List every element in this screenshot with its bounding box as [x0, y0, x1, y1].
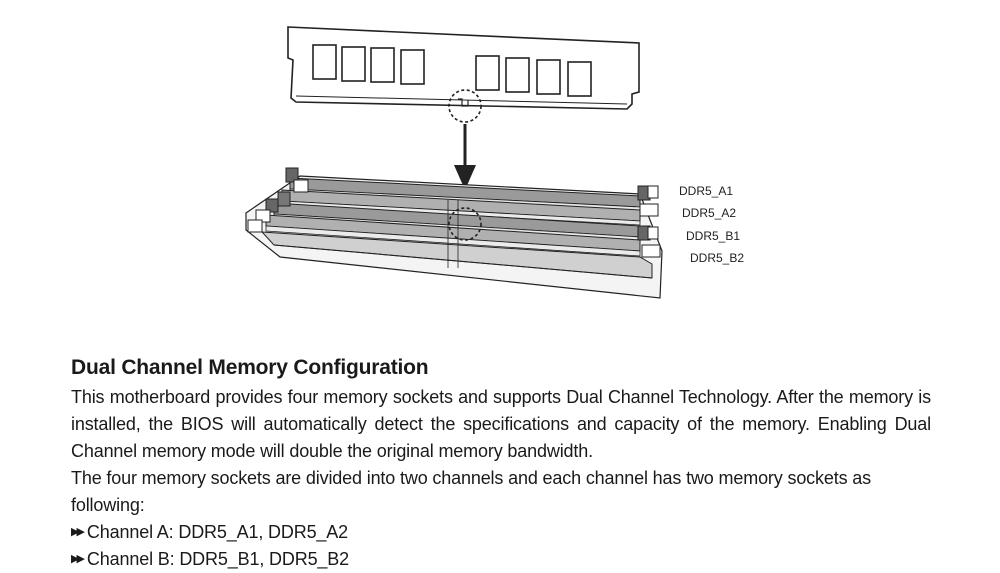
slot-label-a2: DDR5_A2	[682, 206, 737, 220]
slot-label-a1: DDR5_A1	[679, 184, 734, 198]
dimm-illustration	[245, 26, 663, 299]
dimm-notch	[458, 98, 469, 107]
bullet-text: Channel B: DDR5_B1, DDR5_B2	[86, 549, 350, 569]
section-title: Dual Channel Memory Configuration	[71, 356, 429, 379]
memory-installation-diagram: DDR5_A1 DDR5_A2 DDR5_B1 DDR5_B2	[245, 26, 745, 299]
memory-chip	[536, 59, 561, 95]
bullet-channel-a: ▶▶ Channel A: DDR5_A1, DDR5_A2	[71, 519, 931, 546]
slot-key-highlight-circle	[448, 207, 482, 241]
memory-slots	[245, 167, 663, 299]
slot-label-b2: DDR5_B2	[690, 251, 745, 265]
dimm-module	[287, 26, 640, 123]
dual-channel-section: Dual Channel Memory Configuration This m…	[71, 356, 931, 573]
bullet-channel-b: ▶▶ Channel B: DDR5_B1, DDR5_B2	[71, 546, 931, 573]
memory-chip	[312, 44, 337, 80]
memory-chip	[567, 61, 592, 97]
double-right-arrow-icon: ▶▶	[71, 526, 85, 538]
memory-chip	[475, 55, 500, 91]
memory-chip	[341, 46, 366, 82]
memory-chip	[505, 57, 530, 93]
intro-paragraph: This motherboard provides four memory so…	[71, 387, 931, 461]
notch-highlight-circle	[448, 89, 482, 123]
double-right-arrow-icon: ▶▶	[71, 553, 85, 565]
bullet-text: Channel A: DDR5_A1, DDR5_A2	[86, 522, 349, 542]
memory-chip	[400, 49, 425, 85]
slot-label-b1: DDR5_B1	[686, 229, 741, 243]
insert-arrow	[454, 124, 476, 190]
channels-paragraph: The four memory sockets are divided into…	[71, 468, 872, 515]
memory-chip	[370, 47, 395, 83]
